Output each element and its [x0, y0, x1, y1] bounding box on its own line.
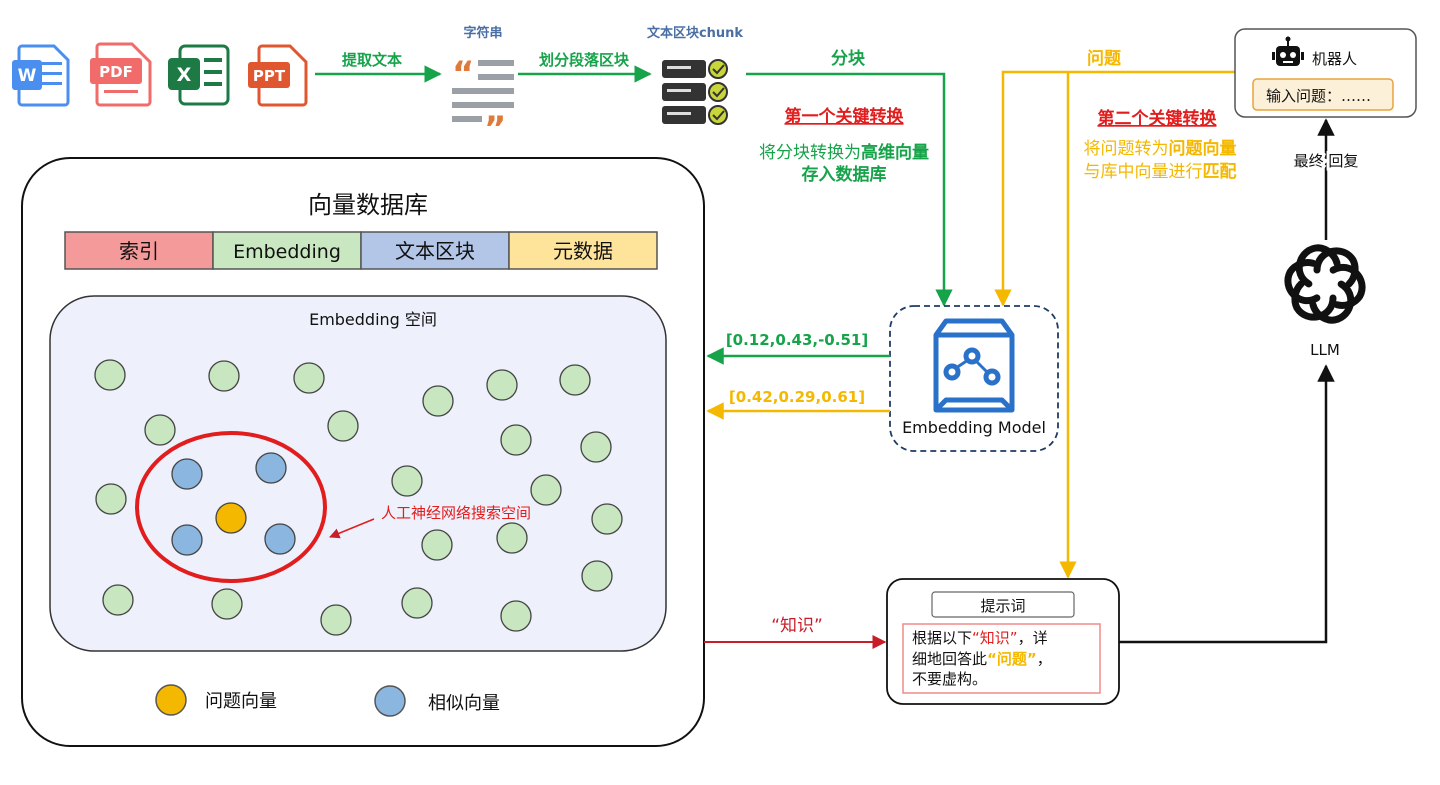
- pdf-icon-label: PDF: [99, 63, 133, 81]
- ppt-icon-label: PPT: [253, 67, 286, 85]
- chunk-icon: [662, 59, 728, 125]
- chunk-vector-point: [421, 529, 453, 561]
- final-reply-label: 最终 回复: [1294, 152, 1359, 170]
- ppt-icon: PPT: [248, 44, 308, 107]
- chunk-vector-point: [581, 560, 613, 592]
- first-transform-line1: 将分块转换为高维向量: [759, 142, 929, 163]
- embedding-model: [889, 305, 1059, 452]
- similar-vector-point: [264, 523, 296, 555]
- prompt-to-llm-path: [1119, 364, 1335, 644]
- prompt-line2: 细地回答此“问题”，: [912, 650, 1052, 668]
- chunking-label: 分块: [831, 49, 866, 69]
- string-label: 字符串: [463, 25, 502, 41]
- chunk-vector-point: [530, 474, 562, 506]
- question-vector-label: [0.42,0.29,0.61]: [729, 388, 865, 406]
- first-transform-title: 第一个关键转换: [785, 106, 905, 127]
- chunk-label: 文本区块chunk: [647, 25, 743, 41]
- pdf-icon: PDF: [90, 42, 152, 107]
- legend-similar-dot: [374, 685, 406, 717]
- embedding-space: [49, 295, 667, 652]
- col-index: 索引: [119, 239, 159, 263]
- chunk-vector-point: [500, 600, 532, 632]
- col-metadata: 元数据: [553, 239, 613, 263]
- embedding-model-label: Embedding Model: [902, 418, 1046, 437]
- chunk-vector-point: [580, 431, 612, 463]
- question-input[interactable]: [1252, 78, 1394, 111]
- search-region: [135, 431, 327, 583]
- second-transform-line1: 将问题转为问题向量: [1084, 138, 1237, 159]
- search-region-label: 人工神经网络搜索空间: [381, 504, 531, 522]
- split-paragraphs-label: 划分段落区块: [539, 51, 630, 69]
- legend-question-dot: [155, 684, 187, 716]
- col-embedding: Embedding: [233, 241, 341, 263]
- db-schema-row: 索引 Embedding 文本区块 元数据: [64, 231, 658, 270]
- chunk-vector-point: [559, 364, 591, 396]
- chunk-vector-point: [327, 410, 359, 442]
- question-path-to-model: [994, 70, 1235, 307]
- robot-panel: 机器人 输入问题：……: [1234, 28, 1417, 118]
- word-icon: W: [12, 44, 70, 107]
- chunking-path: [746, 72, 953, 307]
- similar-vector-point: [171, 524, 203, 556]
- embedding-space-title: Embedding 空间: [309, 310, 437, 329]
- chunk-vector-point: [500, 424, 532, 456]
- chunk-vector-point: [144, 414, 176, 446]
- excel-icon: X: [168, 44, 230, 106]
- chunk-vector-point: [94, 359, 126, 391]
- prompt-title-box: [931, 591, 1075, 618]
- llm-icon: [1281, 241, 1369, 326]
- col-text-chunk: 文本区块: [395, 239, 475, 263]
- search-region-pointer: [329, 518, 375, 539]
- chunk-vector-point: [496, 522, 528, 554]
- word-icon-label: W: [18, 66, 37, 86]
- embedding-dots: [94, 359, 623, 636]
- chunk-vector-point: [422, 385, 454, 417]
- embedding-model-icon: [933, 318, 1015, 413]
- chunk-vector-point: [293, 362, 325, 394]
- string-icon: “ ”: [452, 54, 514, 149]
- legend-question-label: 问题向量: [205, 691, 277, 712]
- second-transform-line2: 与库中向量进行匹配: [1084, 162, 1237, 182]
- question-input-text: 输入问题：……: [1266, 87, 1371, 105]
- second-transform-title: 第二个关键转换: [1098, 108, 1218, 129]
- chunk-vector-point: [95, 483, 127, 515]
- robot-name: 机器人: [1312, 50, 1357, 68]
- chunk-vector-point: [401, 587, 433, 619]
- question-vector-point: [215, 502, 247, 534]
- first-transform-line2: 存入数据库: [802, 164, 887, 185]
- robot-icon: [1272, 36, 1304, 66]
- chunk-vector-point: [102, 584, 134, 616]
- chunk-vector-point: [591, 503, 623, 535]
- excel-icon-label: X: [177, 64, 192, 86]
- prompt-line3: 不要虚构。: [912, 670, 987, 688]
- svg-text:“: “: [452, 54, 474, 94]
- extract-text-label: 提取文本: [342, 51, 402, 69]
- prompt-body: [902, 623, 1101, 694]
- chunk-vector-point: [391, 465, 423, 497]
- legend-similar-label: 相似向量: [428, 693, 500, 714]
- chunk-vector-point: [320, 604, 352, 636]
- chunk-vector-point: [208, 360, 240, 392]
- question-label: 问题: [1087, 48, 1122, 69]
- similar-vector-point: [171, 458, 203, 490]
- vector-database-title: 向量数据库: [308, 191, 428, 219]
- llm-label: LLM: [1310, 341, 1340, 359]
- knowledge-label: “知识”: [771, 616, 823, 636]
- similar-vector-point: [255, 452, 287, 484]
- svg-text:”: ”: [484, 109, 506, 149]
- chunk-vector-point: [486, 369, 518, 401]
- prompt-title: 提示词: [980, 597, 1025, 615]
- chunk-vector-label: [0.12,0.43,-0.51]: [726, 331, 868, 349]
- chunk-vector-point: [211, 588, 243, 620]
- prompt-line1: 根据以下“知识”，详: [912, 629, 1048, 647]
